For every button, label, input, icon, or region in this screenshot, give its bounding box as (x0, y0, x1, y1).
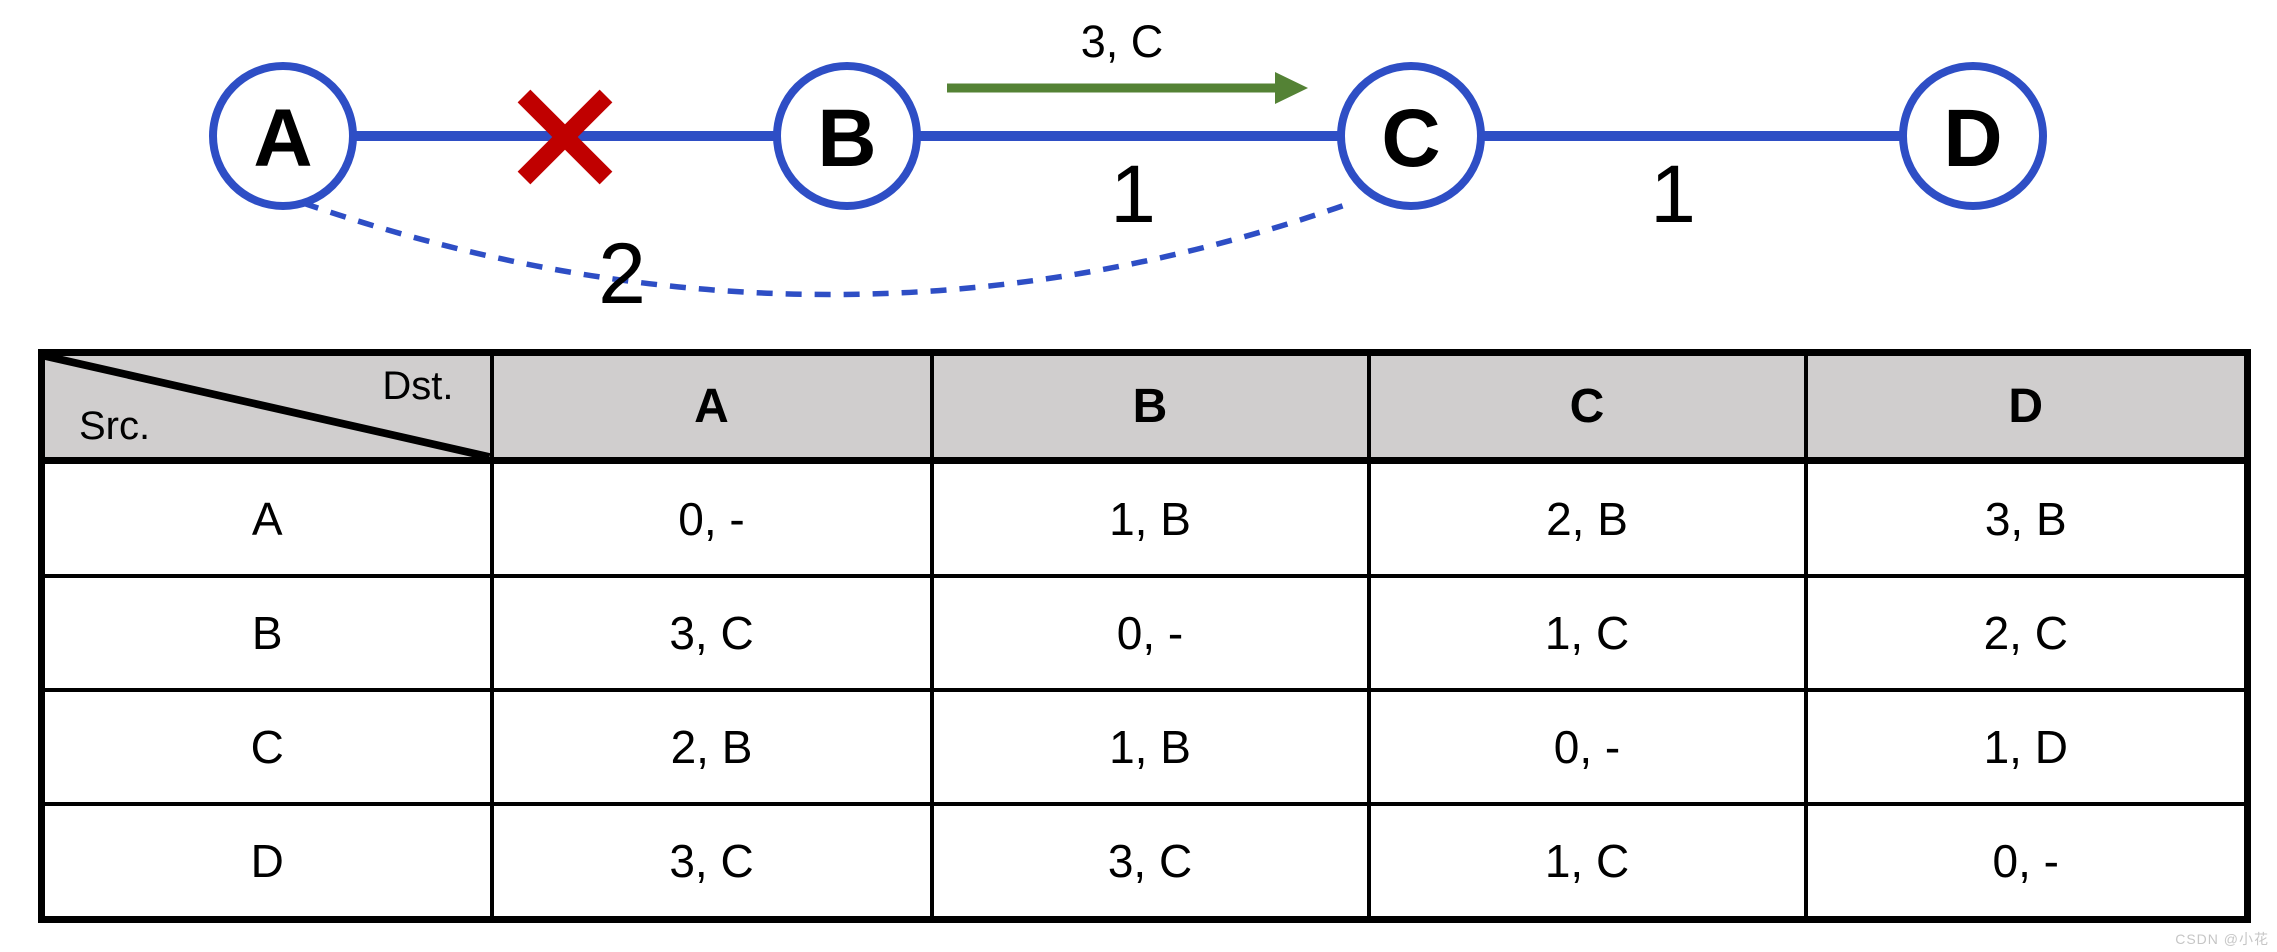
node-d-label: D (1943, 93, 2002, 184)
row-label: D (39, 802, 494, 922)
advertisement-label: 3, C (1081, 16, 1164, 67)
weight-b-c: 1 (1110, 149, 1156, 240)
cell-a-a: 0, - (489, 458, 934, 578)
cell-a-c: 2, B (1366, 458, 1808, 578)
column-header-b: B (929, 350, 1371, 464)
node-d-circle (1899, 62, 2047, 210)
node-c-label: C (1381, 93, 1440, 184)
node-a-circle (209, 62, 357, 210)
table-row-d: D 3, C 3, C 1, C 0, - (39, 802, 2250, 922)
node-b-circle (773, 62, 921, 210)
column-header-c: C (1366, 350, 1808, 464)
routing-table-wrapper: Dst. Src. A B C D A 0, - 1, B 2, B 3, B (38, 349, 2251, 923)
node-c-circle (1337, 62, 1485, 210)
header-row: Dst. Src. A B C D (39, 350, 2250, 464)
cell-d-b: 3, C (929, 802, 1371, 922)
column-header-d: D (1803, 350, 2250, 464)
weight-dashed-a-c: 2 (598, 226, 646, 322)
cell-d-c: 1, C (1366, 802, 1808, 922)
node-c: C (1337, 62, 1485, 210)
cell-b-d: 2, C (1803, 574, 2250, 692)
column-header-a: A (489, 350, 934, 464)
route-advertisement-arrow (947, 72, 1308, 104)
cell-c-b: 1, B (929, 688, 1371, 806)
corner-src-label: Src. (79, 404, 151, 448)
node-a: A (209, 62, 357, 210)
cell-d-d: 0, - (1803, 802, 2250, 922)
cell-b-a: 3, C (489, 574, 934, 692)
row-label: A (39, 458, 494, 578)
cell-c-a: 2, B (489, 688, 934, 806)
routing-table: Dst. Src. A B C D A 0, - 1, B 2, B 3, B (38, 349, 2251, 923)
table-row-b: B 3, C 0, - 1, C 2, C (39, 574, 2250, 692)
cell-c-d: 1, D (1803, 688, 2250, 806)
cell-c-c: 0, - (1366, 688, 1808, 806)
arrow-head (1275, 72, 1308, 104)
node-b: B (773, 62, 921, 210)
network-graph: A B C D 3, C 1 1 2 (209, 16, 2047, 322)
cell-b-c: 1, C (1366, 574, 1808, 692)
corner-diagonal-line (45, 356, 490, 457)
dashed-link-a-c (302, 200, 1346, 298)
cell-b-b: 0, - (929, 574, 1371, 692)
weight-c-d: 1 (1650, 149, 1696, 240)
table-row-c: C 2, B 1, B 0, - 1, D (39, 688, 2250, 806)
node-a-label: A (253, 93, 312, 184)
row-label: B (39, 574, 494, 692)
node-d: D (1899, 62, 2047, 210)
corner-cell: Dst. Src. (39, 350, 494, 464)
row-label: C (39, 688, 494, 806)
watermark: CSDN @小花 (2175, 931, 2269, 947)
corner-dst-label: Dst. (382, 364, 454, 408)
cell-a-d: 3, B (1803, 458, 2250, 578)
link-failure-icon (517, 89, 613, 185)
cell-d-a: 3, C (489, 802, 934, 922)
node-b-label: B (817, 93, 876, 184)
table-row-a: A 0, - 1, B 2, B 3, B (39, 458, 2250, 578)
cell-a-b: 1, B (929, 458, 1371, 578)
